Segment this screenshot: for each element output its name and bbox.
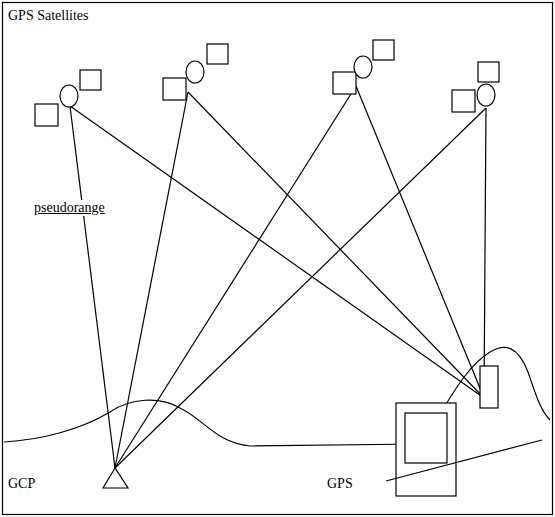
terrain <box>4 347 550 446</box>
gps-receiver <box>396 403 456 496</box>
figure-title: GPS Satellites <box>8 8 89 24</box>
satellite <box>333 40 394 94</box>
device-label: GPS <box>326 476 354 492</box>
range-line <box>115 86 356 468</box>
satellite <box>35 70 101 126</box>
point-label: GCP <box>8 476 35 492</box>
range-line <box>188 92 484 398</box>
line-label: pseudorange <box>33 200 106 216</box>
satellite <box>452 62 499 112</box>
satellite <box>163 44 228 100</box>
leader-line <box>386 440 542 481</box>
gcp-marker <box>103 468 128 488</box>
receiver-antenna <box>480 366 498 408</box>
range-line <box>115 92 188 468</box>
receiver-screen <box>405 413 447 463</box>
range-line <box>356 86 484 398</box>
range-line <box>70 106 484 398</box>
frame <box>3 3 553 515</box>
